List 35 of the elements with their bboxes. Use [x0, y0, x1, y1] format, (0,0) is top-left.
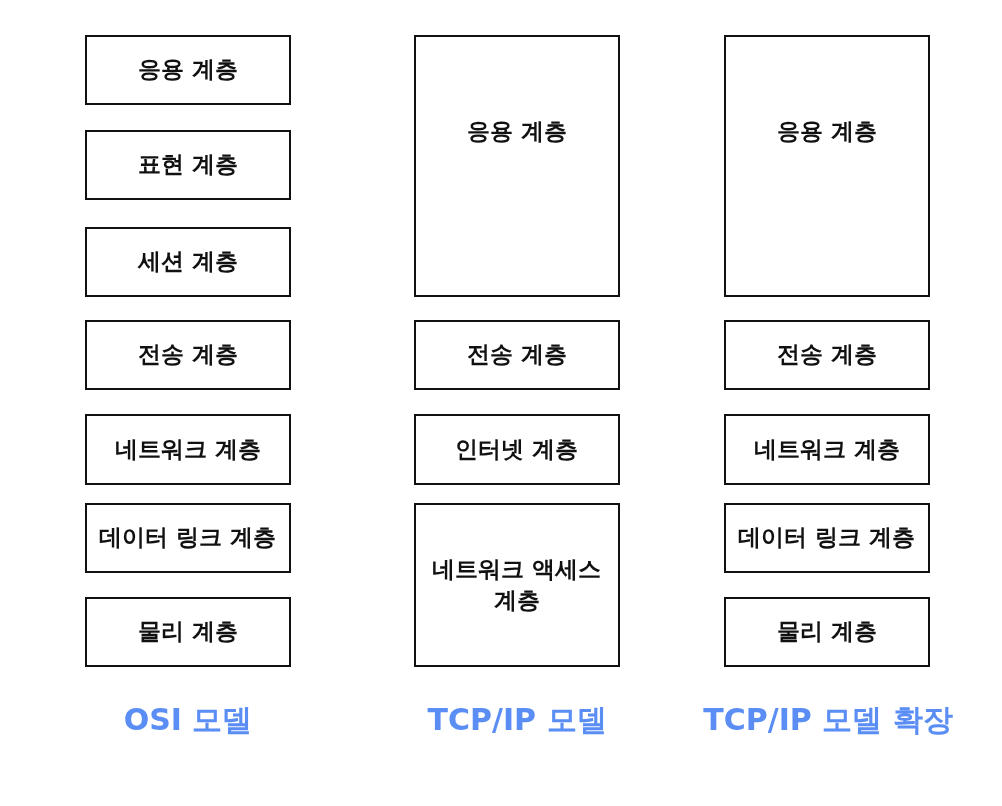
layer-name: 데이터 링크 계층 [99, 523, 277, 553]
model-label: TCP/IP 모델 [426, 701, 608, 739]
layer-box [724, 503, 930, 573]
layer-box [85, 227, 291, 297]
layer-box [85, 320, 291, 390]
layer-name: 네트워크 계층 [754, 434, 900, 464]
model-label: OSI 모델 [122, 701, 254, 739]
layer-name: 표현 계층 [138, 150, 238, 180]
layer-box [85, 414, 291, 485]
layer-name: 응용 계층 [467, 117, 567, 146]
layer-box [724, 414, 930, 485]
layer-name: 네트워크 액세스 계층 [431, 555, 603, 616]
layer-name: 물리 계층 [777, 617, 877, 647]
layer-name: 데이터 링크 계층 [738, 523, 916, 553]
layer-box [85, 35, 291, 105]
layer-name: 세션 계층 [138, 247, 238, 277]
layer-box [414, 503, 620, 667]
layer-name: 전송 계층 [777, 340, 877, 370]
layer-box [724, 320, 930, 390]
layer-box [414, 35, 620, 297]
layer-name: 인터넷 계층 [455, 434, 579, 464]
layer-name: 응용 계층 [777, 117, 877, 146]
layer-name: 전송 계층 [138, 340, 238, 370]
model-label: TCP/IP 모델 확장 [702, 701, 954, 739]
layer-box [414, 320, 620, 390]
layer-box [724, 597, 930, 667]
layer-box [85, 130, 291, 200]
layer-box [414, 414, 620, 485]
layer-name: 물리 계층 [138, 617, 238, 647]
layer-name: 네트워크 계층 [115, 434, 261, 464]
layer-box [85, 503, 291, 573]
layer-name: 응용 계층 [138, 55, 238, 85]
layer-box [85, 597, 291, 667]
layer-box [724, 35, 930, 297]
layer-name: 전송 계층 [467, 340, 567, 370]
